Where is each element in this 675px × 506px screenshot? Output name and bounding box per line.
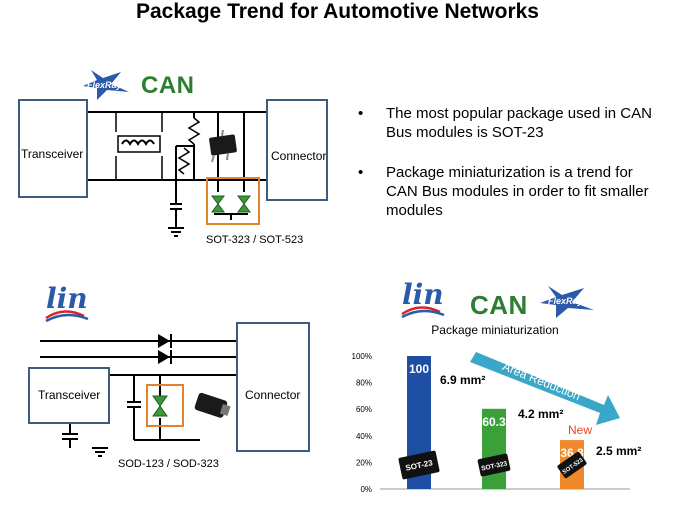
chart-can-logo: CAN <box>470 290 528 320</box>
chart-title: Package miniaturization <box>431 323 558 337</box>
flexray-logo: FlexRay <box>81 68 133 102</box>
lin-logo-stripes-icon <box>45 310 89 323</box>
bottom-transceiver-box: Transceiver <box>28 367 110 424</box>
flexray-star-icon <box>83 70 129 100</box>
bottom-connector-box: Connector <box>236 322 310 452</box>
can-logo: CAN <box>141 72 195 99</box>
area-label: 2.5 mm² <box>596 444 641 458</box>
area-reduction-arrow <box>470 352 620 425</box>
area-label: 4.2 mm² <box>518 407 563 421</box>
package-chip-icon: SOT-23 <box>398 450 440 480</box>
chart-lin-stripes-icon <box>401 306 445 319</box>
bullet-text: The most popular package used in CAN Bus… <box>386 105 652 141</box>
area-reduction-label: Area Reduction <box>501 359 583 403</box>
area-label: 6.9 mm² <box>440 373 485 387</box>
top-transceiver-box: Transceiver <box>18 99 88 198</box>
bullet-item: • The most popular package used in CAN B… <box>358 104 658 142</box>
y-tick-label: 20% <box>356 458 372 467</box>
bullet-text: Package miniaturization is a trend for C… <box>386 164 649 219</box>
bullet-list: • The most popular package used in CAN B… <box>358 104 658 241</box>
bottom-package-caption: SOD-123 / SOD-323 <box>118 458 219 470</box>
bottom-transceiver-label: Transceiver <box>38 388 101 402</box>
top-connector-label: Connector <box>271 149 327 163</box>
bar-value-label: 100 <box>409 362 429 376</box>
bar-value-label: 60.3 <box>482 415 506 429</box>
page-title: Package Trend for Automotive Networks <box>136 0 539 23</box>
y-tick-label: 40% <box>356 432 372 441</box>
top-package-caption: SOT-323 / SOT-523 <box>206 234 304 246</box>
new-label: New <box>568 423 592 437</box>
y-tick-label: 60% <box>356 405 372 414</box>
package-chip-icon: SOT-323 <box>477 453 511 477</box>
y-tick-label: 100% <box>352 352 372 361</box>
bottom-connector-label: Connector <box>245 388 301 402</box>
chart-flexray-logo: FlexRay <box>538 284 598 320</box>
top-connector-box: Connector <box>266 99 328 201</box>
y-tick-label: 0% <box>360 485 372 494</box>
bullet-marker: • <box>358 164 364 181</box>
bullet-marker: • <box>358 105 364 122</box>
bullet-item: • Package miniaturization is a trend for… <box>358 163 658 220</box>
chart-flexray-star-icon <box>540 286 594 318</box>
y-tick-label: 80% <box>356 379 372 388</box>
top-transceiver-label: Transceiver <box>21 147 84 161</box>
